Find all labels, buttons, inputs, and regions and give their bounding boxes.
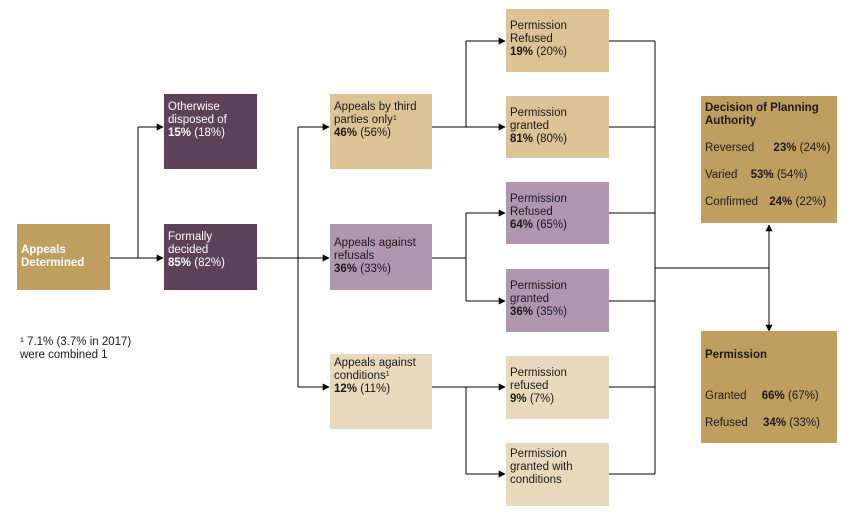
node-prev: (20%)	[536, 46, 567, 58]
footnote: ¹ 7.1% (3.7% in 2017) were combined 1	[20, 336, 131, 362]
node-against-conditions: Appeals against conditions1 12% (11%)	[330, 354, 432, 429]
node-label: Otherwise disposed of	[168, 101, 227, 126]
node-label: Appeals by third parties only	[334, 101, 417, 126]
footnote-marker: 1	[385, 371, 390, 378]
node-pct: 46%	[334, 127, 358, 139]
node-ac-granted: Permission granted with conditions	[506, 443, 609, 506]
node-prev: (65%)	[536, 219, 567, 231]
node-ac-refused: Permission refused 9% (7%)	[506, 356, 609, 419]
node-prev: (80%)	[536, 133, 567, 145]
node-label: Permission granted	[510, 280, 567, 305]
decision-row-reversed: Reversed 23% (24%)	[705, 142, 831, 154]
node-pct: 12%	[334, 383, 358, 395]
node-prev: (33%)	[360, 263, 391, 275]
node-prev: (35%)	[536, 306, 567, 318]
node-label: Permission Refused	[510, 20, 567, 45]
node-tp-granted: Permission granted 81% (80%)	[506, 96, 609, 158]
node-title: Permission	[705, 349, 767, 361]
node-label: Formally decided	[168, 231, 213, 256]
footnote-line-2: were combined 1	[20, 349, 108, 361]
node-prev: (18%)	[194, 127, 225, 139]
node-third-parties: Appeals by third parties only1 46% (56%)	[330, 94, 432, 169]
footnote-marker: ¹	[20, 336, 24, 348]
node-pct: 36%	[334, 263, 358, 275]
node-label: Permission Refused	[510, 193, 567, 218]
permission-row-granted: Granted 66% (67%)	[705, 390, 819, 402]
footnote-marker: 1	[392, 115, 397, 122]
node-prev: (11%)	[360, 383, 391, 395]
node-prev: (7%)	[529, 393, 555, 405]
node-pct: 85%	[168, 257, 192, 269]
node-pct: 9%	[510, 393, 527, 405]
node-ar-refused: Permission Refused 64% (65%)	[506, 182, 609, 244]
node-pct: 64%	[510, 219, 534, 231]
node-title: Decision of Planning Authority	[705, 102, 819, 127]
node-decision-planning-authority: Decision of Planning Authority Reversed …	[701, 96, 837, 223]
node-ar-granted: Permission granted 36% (35%)	[506, 269, 609, 332]
node-tp-refused: Permission Refused 19% (20%)	[506, 9, 609, 72]
node-permission: Permission Granted 66% (67%) Refused 34%…	[701, 331, 837, 443]
node-label: Appeals against conditions	[334, 357, 416, 382]
node-against-refusals: Appeals against refusals 36% (33%)	[330, 224, 432, 290]
node-formally-decided: Formally decided 85% (82%)	[164, 224, 257, 290]
permission-row-refused: Refused 34% (33%)	[705, 417, 820, 429]
footnote-line-1: 7.1% (3.7% in 2017)	[27, 336, 132, 348]
node-pct: 19%	[510, 46, 534, 58]
node-label: Permission refused	[510, 367, 567, 392]
node-prev: (82%)	[194, 257, 225, 269]
node-pct: 36%	[510, 306, 534, 318]
node-prev: (56%)	[360, 127, 391, 139]
decision-row-varied: Varied 53% (54%)	[705, 169, 808, 181]
node-label: Permission granted with conditions	[510, 448, 573, 486]
node-label: Appeals against refusals	[334, 237, 416, 262]
node-pct: 15%	[168, 127, 192, 139]
decision-row-confirmed: Confirmed 24% (22%)	[705, 196, 827, 208]
node-appeals-determined: Appeals Determined	[17, 224, 110, 290]
node-label: Permission granted	[510, 107, 567, 132]
node-otherwise-disposed: Otherwise disposed of 15% (18%)	[164, 94, 257, 169]
node-pct: 81%	[510, 133, 534, 145]
node-label: Appeals Determined	[21, 244, 85, 269]
